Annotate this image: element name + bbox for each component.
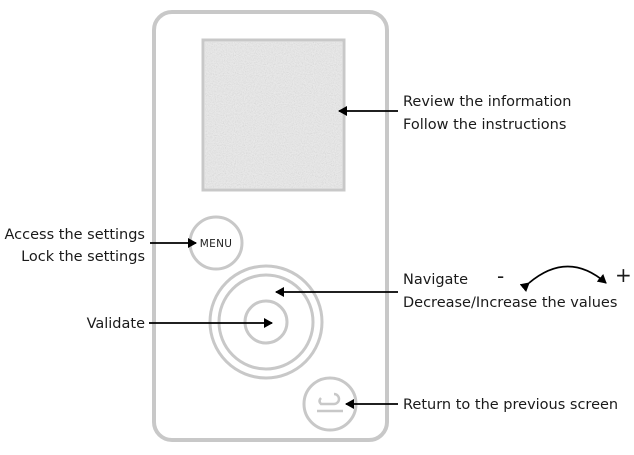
wheel-label-navigate: Navigate xyxy=(403,272,468,288)
screen-label-follow: Follow the instructions xyxy=(403,117,566,133)
return-arrow-icon xyxy=(317,392,343,413)
curved-double-arrow-icon xyxy=(519,265,607,292)
device-body xyxy=(152,10,389,442)
device-screen xyxy=(201,38,346,192)
validate-label: Validate xyxy=(87,316,146,332)
validate-button[interactable] xyxy=(243,299,289,345)
plus-sign: + xyxy=(615,263,632,287)
minus-sign: - xyxy=(497,264,504,288)
back-label: Return to the previous screen xyxy=(403,397,618,413)
menu-label-access: Access the settings xyxy=(5,227,145,243)
navigation-wheel[interactable] xyxy=(208,264,324,380)
wheel-label-values: Decrease/Increase the values xyxy=(403,295,617,311)
screen-label-review: Review the information xyxy=(403,94,571,110)
menu-label-lock: Lock the settings xyxy=(21,249,145,265)
menu-button[interactable]: MENU xyxy=(188,215,244,271)
menu-button-label: MENU xyxy=(200,238,232,250)
